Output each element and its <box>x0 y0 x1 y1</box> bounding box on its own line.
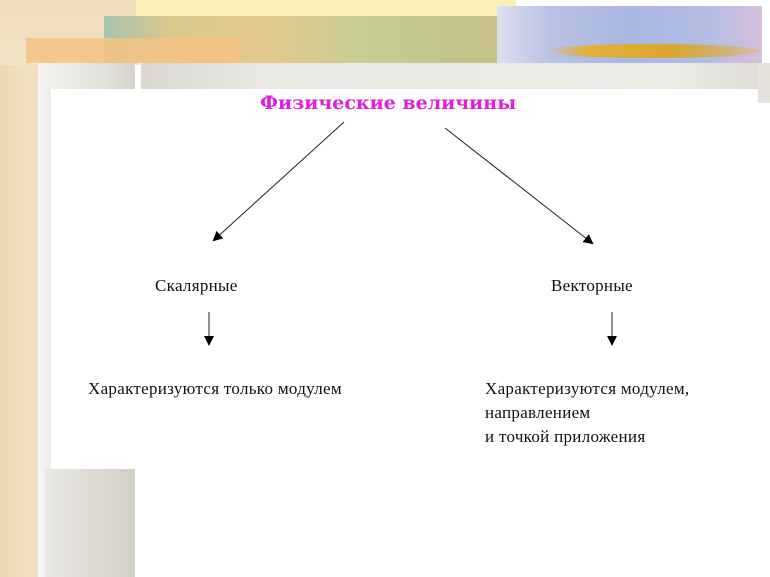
diagram-title: Физические величины <box>260 92 517 114</box>
decorative-banner-orange <box>26 38 241 63</box>
vector-description-line-1: Характеризуются модулем, <box>485 379 690 398</box>
slide-content-area <box>51 89 758 469</box>
decorative-grey-bar-left <box>38 63 135 90</box>
vector-label: Векторные <box>551 276 633 295</box>
decorative-grey-block-bottom <box>45 469 135 577</box>
scalar-description: Характеризуются только модулем <box>88 379 342 398</box>
decorative-banner-grain <box>545 44 760 58</box>
decorative-banner-yellow <box>136 0 516 16</box>
vector-description-line-2: направлением <box>485 403 591 422</box>
parchment-background <box>0 0 40 577</box>
arrow-to-scalar <box>212 121 345 242</box>
decorative-grey-bar-right <box>758 63 770 103</box>
decorative-grey-bar-top <box>141 63 761 90</box>
scalar-label: Скалярные <box>155 276 238 295</box>
decorative-left-strip <box>38 90 51 577</box>
arrow-to-vector <box>444 127 594 245</box>
vector-description-line-3: и точкой приложения <box>485 427 646 446</box>
